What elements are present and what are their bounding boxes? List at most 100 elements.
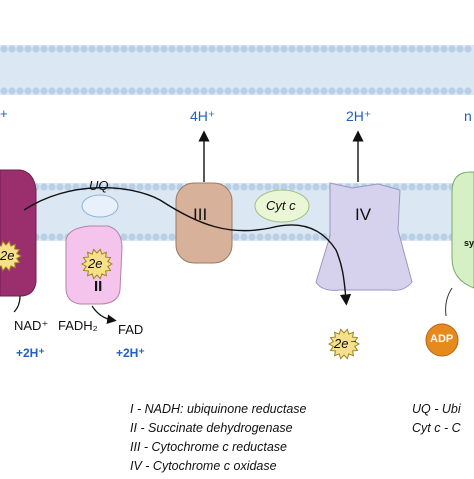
legend-right: UQ - Ubi Cyt c - C xyxy=(412,400,461,438)
legend-right-item-2: Cyt c - C xyxy=(412,421,461,435)
complex-4-shape xyxy=(315,182,413,291)
phospholipid-head xyxy=(336,45,344,53)
phospholipid-head xyxy=(168,87,176,95)
phospholipid-head xyxy=(248,87,256,95)
phospholipid-head xyxy=(112,183,120,191)
phospholipid-head xyxy=(416,87,424,95)
phospholipid-head xyxy=(232,87,240,95)
phospholipid-head xyxy=(232,233,240,241)
phospholipid-head xyxy=(184,87,192,95)
phospholipid-head xyxy=(384,45,392,53)
phospholipid-head xyxy=(40,183,48,191)
phospholipid-head xyxy=(368,45,376,53)
phospholipid-head xyxy=(104,183,112,191)
legend-item-3: III - Cytochrome c reductase xyxy=(130,440,288,454)
phospholipid-head xyxy=(296,233,304,241)
phospholipid-head xyxy=(160,183,168,191)
phospholipid-head xyxy=(40,45,48,53)
phospholipid-head xyxy=(264,45,272,53)
phospholipid-head xyxy=(352,87,360,95)
phospholipid-head xyxy=(112,45,120,53)
phospholipid-head xyxy=(304,183,312,191)
phospholipid-head xyxy=(24,45,32,53)
phospholipid-head xyxy=(16,87,24,95)
phospholipid-head xyxy=(424,87,432,95)
phospholipid-head xyxy=(416,45,424,53)
phospholipid-head xyxy=(464,45,472,53)
phospholipid-head xyxy=(400,183,408,191)
phospholipid-head xyxy=(200,45,208,53)
phospholipid-head xyxy=(424,183,432,191)
phospholipid-head xyxy=(416,233,424,241)
phospholipid-head xyxy=(304,233,312,241)
proton-label-complex-3: 4H⁺ xyxy=(190,108,216,124)
phospholipid-head xyxy=(56,87,64,95)
nad-reaction-arc xyxy=(13,295,21,313)
cyt-c-label: Cyt c xyxy=(266,198,296,213)
phospholipid-head xyxy=(104,45,112,53)
phospholipid-head xyxy=(240,45,248,53)
phospholipid-head xyxy=(344,87,352,95)
phospholipid-head xyxy=(456,45,464,53)
phospholipid-head xyxy=(88,87,96,95)
phospholipid-head xyxy=(288,87,296,95)
proton-label-left: + xyxy=(0,106,8,121)
phospholipid-head xyxy=(136,45,144,53)
ubiquinone-shape xyxy=(81,194,119,218)
phospholipid-head xyxy=(176,87,184,95)
phospholipid-head xyxy=(384,87,392,95)
phospholipid-head xyxy=(40,233,48,241)
phospholipid-head xyxy=(32,87,40,95)
phospholipid-head xyxy=(432,233,440,241)
phospholipid-head xyxy=(264,183,272,191)
electron-burst-complex-2 xyxy=(80,248,114,280)
phospholipid-head xyxy=(144,233,152,241)
phospholipid-head xyxy=(312,233,320,241)
phospholipid-head xyxy=(368,87,376,95)
phospholipid-head xyxy=(320,183,328,191)
phospholipid-head xyxy=(464,87,472,95)
ubiquinone-label: UQ xyxy=(89,178,109,193)
phospholipid-head xyxy=(352,45,360,53)
phospholipid-head xyxy=(48,87,56,95)
phospholipid-head xyxy=(88,45,96,53)
phospholipid-head xyxy=(240,233,248,241)
legend-item-4: IV - Cytochrome c oxidase xyxy=(130,459,277,473)
phospholipid-head xyxy=(440,45,448,53)
fad-label: FAD xyxy=(118,322,144,337)
phospholipid-head xyxy=(408,183,416,191)
complex-2-label: II xyxy=(94,278,103,295)
nad-protons-label: +2H⁺ xyxy=(16,346,45,360)
complex-1-shape xyxy=(0,169,37,297)
phospholipid-head xyxy=(288,45,296,53)
phospholipid-head xyxy=(448,45,456,53)
phospholipid-head xyxy=(256,45,264,53)
complex-3-label: III xyxy=(193,205,208,224)
phospholipid-head xyxy=(8,45,16,53)
phospholipid-head xyxy=(424,233,432,241)
phospholipid-head xyxy=(96,45,104,53)
phospholipid-head xyxy=(280,45,288,53)
nad-label: NAD⁺ xyxy=(14,318,49,333)
phospholipid-head xyxy=(96,87,104,95)
phospholipid-head xyxy=(440,233,448,241)
phospholipid-head xyxy=(216,45,224,53)
phospholipid-head xyxy=(232,45,240,53)
phospholipid-head xyxy=(64,45,72,53)
phospholipid-head xyxy=(280,183,288,191)
phospholipid-head xyxy=(304,87,312,95)
phospholipid-head xyxy=(56,183,64,191)
electron-transport-path xyxy=(23,186,352,306)
phospholipid-head xyxy=(72,45,80,53)
phospholipid-head xyxy=(80,87,88,95)
phospholipid-head xyxy=(232,183,240,191)
phospholipid-head xyxy=(256,183,264,191)
phospholipid-head xyxy=(432,87,440,95)
electron-label-bottom: 2e⁻ xyxy=(334,336,356,351)
phospholipid-head xyxy=(448,87,456,95)
phospholipid-head xyxy=(392,87,400,95)
phospholipid-head xyxy=(144,45,152,53)
electron-burst-complex-1 xyxy=(0,240,23,272)
phospholipid-head xyxy=(160,233,168,241)
